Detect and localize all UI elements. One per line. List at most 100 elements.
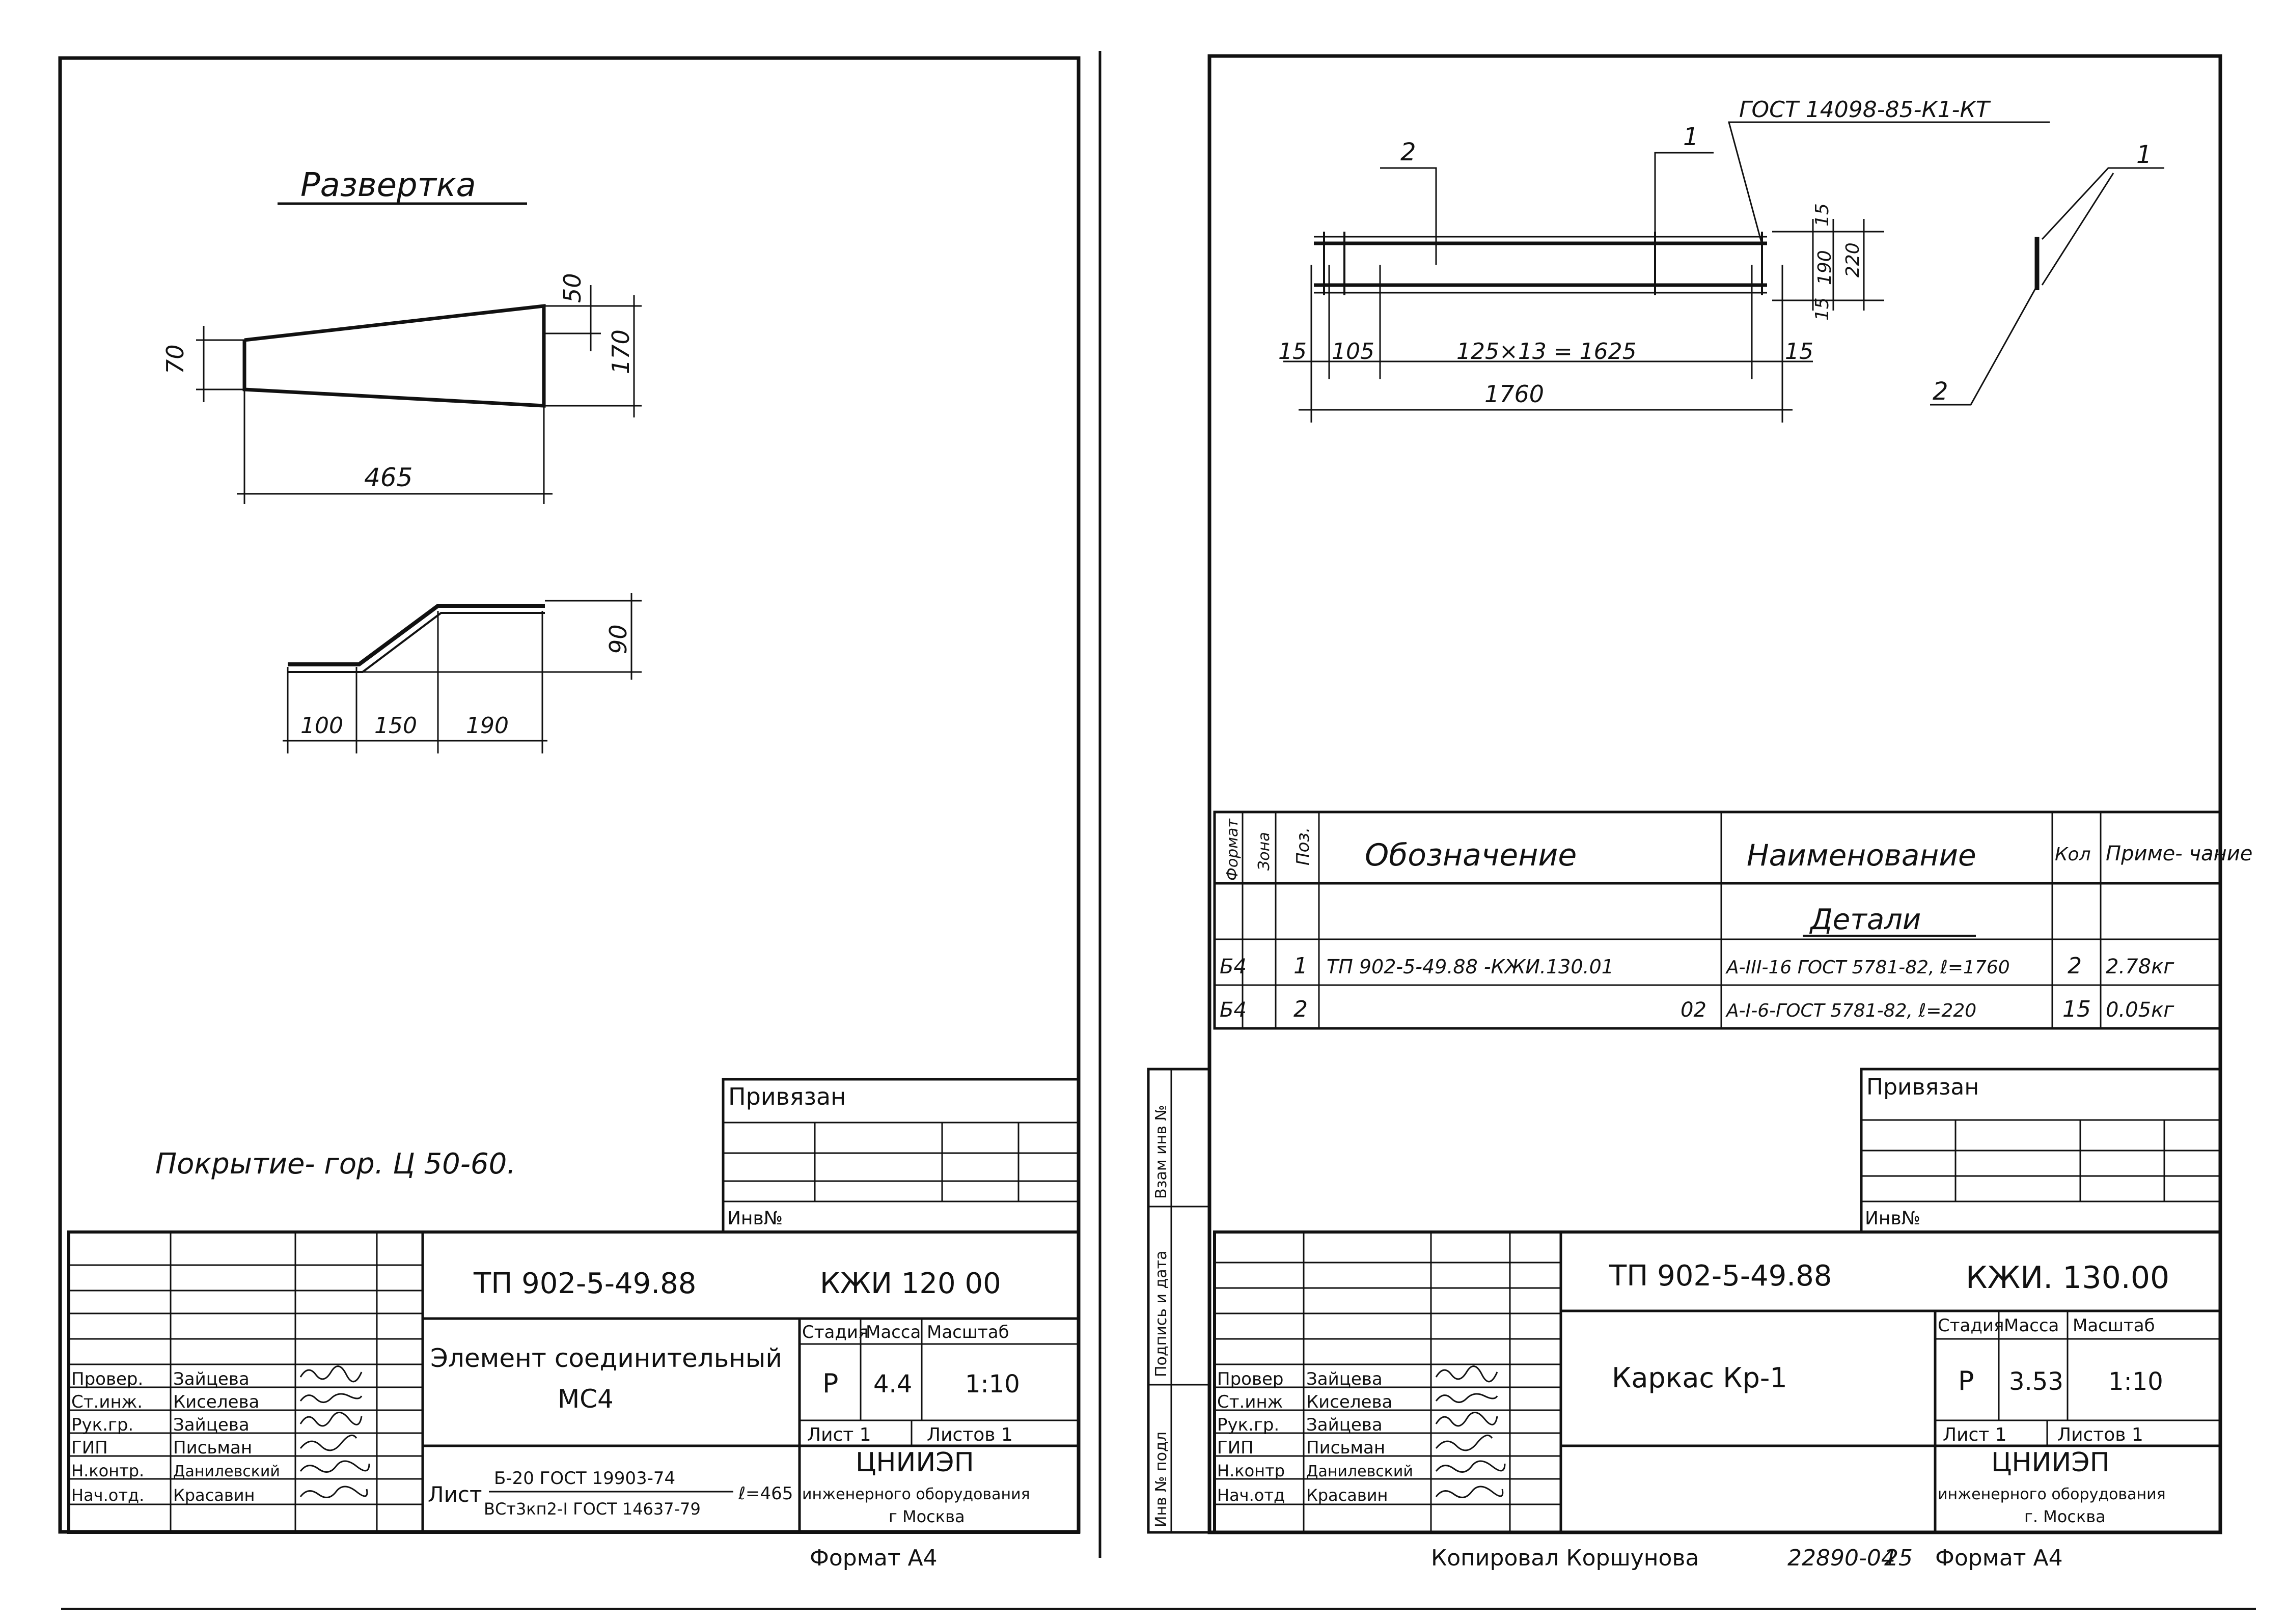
spec-header-name: Наименование [1747, 838, 1976, 873]
razvertka-title: Развертка [300, 166, 476, 204]
copied-by: Копировал Коршунова [1431, 1545, 1699, 1571]
spec-row-0-format: Б4 [1220, 955, 1247, 978]
left-sheet-number: Лист 1 [807, 1424, 871, 1445]
spec-row-1-name: А-I-6-ГОСТ 5781-82, ℓ=220 [1725, 1000, 1976, 1021]
left-mass-value: 4.4 [873, 1370, 912, 1398]
spec-header-pos: Поз. [1293, 827, 1313, 865]
dim-1625: 125×13 = 1625 [1456, 339, 1637, 365]
spec-section-details: Детали [1809, 903, 1921, 936]
right-title: Каркас Кр-1 [1612, 1362, 1787, 1394]
dim-190: 190 [466, 713, 509, 739]
right-privyazan-label: Привязан [1866, 1074, 1979, 1100]
cage-section-view [1930, 167, 2164, 406]
right-role-3: ГИП [1217, 1438, 1254, 1458]
left-material-prefix: Лист [428, 1482, 482, 1507]
left-scale-value: 1:10 [965, 1370, 1020, 1398]
front-pos-1: 1 [1683, 123, 1699, 151]
dim-170: 170 [607, 329, 635, 374]
side-stamp [1147, 1068, 1211, 1534]
dim-105: 105 [1332, 339, 1374, 365]
left-material-line2: ВСт3кп2-I ГОСТ 14637-79 [484, 1499, 701, 1519]
left-role-4: Н.контр. [71, 1461, 144, 1480]
dim-1760: 1760 [1484, 380, 1544, 408]
left-inv-no: Инв№ [727, 1208, 783, 1229]
right-name-4: Данилевский [1306, 1463, 1413, 1480]
spec-header-format: Формат [1224, 818, 1242, 881]
dim-70: 70 [161, 344, 189, 374]
right-sheet: Инв № подл Подпись и дата Взам инв № [1147, 54, 2252, 1571]
left-role-5: Нач.отд. [71, 1486, 144, 1505]
spec-row: Б4 2 02 А-I-6-ГОСТ 5781-82, ℓ=220 15 0.0… [1220, 996, 2174, 1022]
right-signatures [1435, 1365, 1506, 1498]
spec-row-0-designation: ТП 902-5-49.88 -КЖИ.130.01 [1327, 956, 1614, 978]
right-title-block [1213, 1230, 2222, 1534]
left-org-line1: ЦНИИЭП [856, 1447, 974, 1478]
left-scale-header: Масштаб [927, 1322, 1009, 1342]
dim-15-top: 15 [1812, 203, 1833, 227]
right-sheet-number: Лист 1 [1943, 1424, 2007, 1445]
left-name-5: Красавин [173, 1486, 255, 1505]
left-role-2: Рук.гр. [71, 1415, 133, 1435]
spec-header-zone: Зона [1255, 832, 1273, 871]
left-role-3: ГИП [71, 1438, 108, 1458]
left-title-line1: Элемент соединительный [430, 1343, 782, 1373]
spec-row-1-note: 0.05кг [2106, 998, 2174, 1022]
right-stage-header: Стадия [1938, 1315, 2004, 1336]
dim-90: 90 [604, 624, 632, 654]
dim-100: 100 [300, 713, 343, 739]
left-sheet: Развертка 70 50 170 465 [58, 51, 1101, 1571]
left-name-2: Зайцева [173, 1415, 250, 1435]
spec-header-note: Приме- чание [2106, 842, 2252, 865]
right-format: Формат А4 [1935, 1545, 2063, 1571]
right-project-code: ТП 902-5-49.88 [1609, 1259, 1832, 1293]
left-role-1: Ст.инж. [71, 1392, 143, 1412]
right-scale-header: Масштаб [2073, 1315, 2155, 1336]
right-name-0: Зайцева [1306, 1369, 1383, 1389]
coating-note: Покрытие- гор. Ц 50-60. [155, 1147, 516, 1181]
dim-15-right: 15 [1785, 339, 1813, 365]
left-privyazan-label: Привязан [728, 1083, 846, 1110]
right-stage-value: Р [1958, 1366, 1974, 1396]
side-label-podpis: Подпись и дата [1152, 1251, 1170, 1378]
right-doc-code: КЖИ. 130.00 [1966, 1260, 2169, 1296]
dim-50: 50 [559, 273, 586, 303]
spec-row-1-format: Б4 [1220, 998, 1247, 1022]
spec-header-designation: Обозначение [1365, 837, 1577, 873]
right-mass-header: Масса [2004, 1315, 2059, 1336]
section-pos-1: 1 [2136, 141, 2152, 169]
dim-190: 190 [1814, 250, 1835, 285]
left-material-length: ℓ=465 [738, 1483, 793, 1504]
section-pos-2: 2 [1933, 377, 1948, 406]
left-format: Формат А4 [810, 1545, 938, 1571]
left-privyazan-block [722, 1078, 1080, 1234]
left-name-4: Данилевский [173, 1463, 280, 1480]
spec-table [1213, 810, 2222, 1030]
spec-header-qty: Кол [2055, 844, 2091, 865]
cage-front-view [1283, 121, 2050, 423]
right-mass-value: 3.53 [2009, 1367, 2063, 1396]
dim-15-bottom: 15 [1812, 297, 1833, 321]
right-name-2: Зайцева [1306, 1415, 1383, 1435]
spec-row-0-pos: 1 [1293, 953, 1308, 979]
left-title-line2: МС4 [558, 1384, 614, 1414]
left-org-line2: инженерного оборудования [802, 1486, 1030, 1503]
left-mass-header: Масса [866, 1322, 921, 1342]
right-org-line2: инженерного оборудования [1938, 1486, 2166, 1503]
bent-profile [283, 593, 642, 753]
left-org-line3: г Москва [889, 1507, 965, 1526]
right-inv-no: Инв№ [1865, 1208, 1920, 1229]
left-title-block [67, 1230, 1080, 1534]
left-material-line1: Б-20 ГОСТ 19903-74 [494, 1468, 675, 1489]
right-scale-value: 1:10 [2108, 1367, 2163, 1396]
left-role-0: Провер. [71, 1369, 143, 1389]
dim-220: 220 [1842, 242, 1863, 277]
side-label-inv-podl: Инв № подл [1152, 1432, 1170, 1527]
right-role-1: Ст.инж [1217, 1392, 1283, 1412]
spec-row-1-qty: 15 [2062, 996, 2091, 1022]
spec-row-1-designation: 02 [1681, 998, 1706, 1022]
right-role-5: Нач.отд [1217, 1486, 1285, 1505]
right-sheets-count: Листов 1 [2057, 1424, 2143, 1445]
front-pos-2: 2 [1400, 138, 1416, 166]
dim-465: 465 [364, 463, 412, 492]
